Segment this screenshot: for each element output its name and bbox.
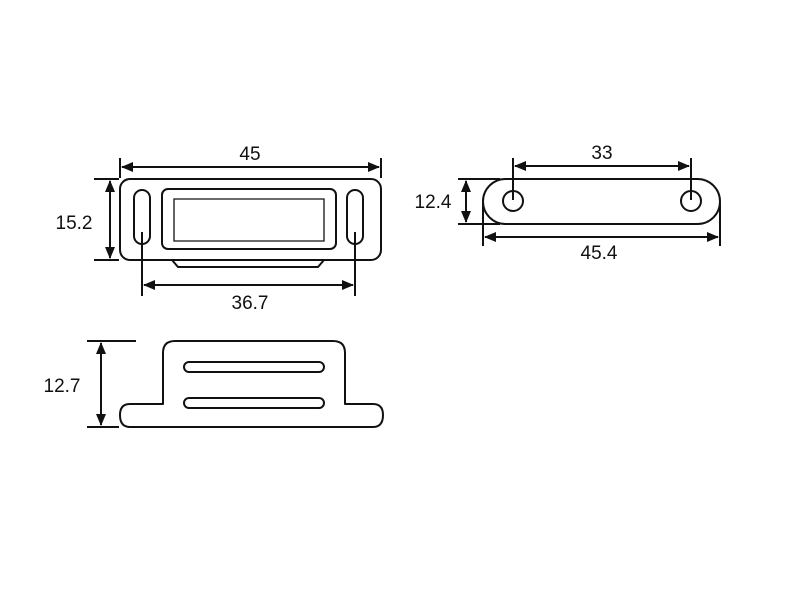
dim-label-12-4: 12.4 (415, 192, 452, 213)
dim-label-36-7: 36.7 (232, 293, 269, 314)
catch-body-inner-recess (173, 198, 325, 242)
dim-label-15-2: 15.2 (56, 213, 93, 234)
side-view-outline (119, 340, 384, 428)
catch-body-bottom-lip (171, 259, 325, 268)
catch-body-top-view (119, 178, 382, 268)
catch-body-outline (119, 178, 382, 261)
dim-label-12-7: 12.7 (44, 376, 81, 397)
side-view-upper-slot (183, 361, 325, 373)
strike-plate (482, 178, 721, 225)
catch-body-inner-plate (161, 188, 337, 250)
dim-label-45: 45 (239, 144, 260, 165)
dim-label-33: 33 (591, 143, 612, 164)
dim-top-right-length: 45.4 (482, 203, 721, 264)
dim-top-left-slot-spacing: 36.7 (141, 232, 356, 314)
dim-bottom-height: 12.7 (44, 340, 136, 428)
dim-top-left-width: 45 (119, 144, 382, 178)
dim-label-45-4: 45.4 (581, 243, 618, 264)
side-view-lower-slot (183, 397, 325, 409)
dim-top-right-hole-spacing: 33 (512, 143, 692, 200)
catch-body-side-view (119, 340, 384, 428)
dim-top-left-height: 15.2 (56, 178, 119, 261)
strike-plate-outline (482, 178, 721, 225)
dim-top-right-height: 12.4 (415, 178, 500, 225)
